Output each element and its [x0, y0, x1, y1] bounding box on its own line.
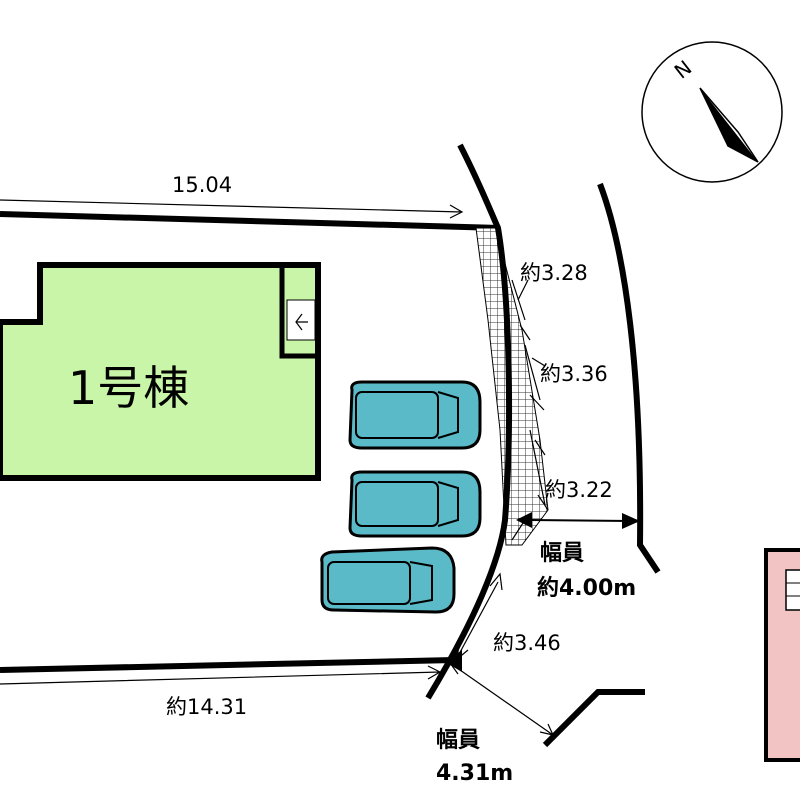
- building-label: 1号棟: [68, 361, 189, 415]
- dim-top-boundary: 15.04: [172, 173, 232, 197]
- south-road-width-value: 4.31m: [436, 761, 513, 786]
- south-road-width-label: 幅員: [436, 728, 480, 753]
- south-road-curb: [542, 689, 645, 748]
- dim-frontage-lower: 約3.22: [545, 478, 613, 502]
- east-road-curb: [597, 182, 661, 574]
- arrowhead-south-road: [445, 650, 462, 672]
- road-setback-hatch: [475, 227, 549, 546]
- parking-car-3: [320, 546, 456, 614]
- building-1: 1号棟: [0, 262, 321, 481]
- compass-icon: N: [641, 41, 783, 183]
- east-road-width-arrow: [529, 519, 631, 522]
- lot-boundary-bottom: [0, 657, 456, 673]
- dim-bottom-boundary: 約14.31: [166, 695, 247, 719]
- arrowhead-left: [516, 512, 532, 528]
- lot-boundary-east: [425, 143, 513, 700]
- dim-frontage-bottom: 約3.46: [493, 631, 561, 655]
- arrowhead-right: [622, 513, 640, 529]
- east-road-width-label: 幅員: [540, 541, 584, 566]
- lot-boundary-top: [0, 211, 501, 231]
- entrance-arrow-icon: [295, 313, 308, 331]
- dim-frontage-middle: 約3.36: [540, 362, 608, 386]
- dim-frontage-upper: 約3.28: [520, 261, 588, 285]
- parking-car-2: [348, 470, 482, 538]
- parking-car-1: [348, 380, 482, 450]
- neighbor-building: [764, 548, 800, 762]
- east-road-width-value: 約4.00m: [537, 575, 636, 601]
